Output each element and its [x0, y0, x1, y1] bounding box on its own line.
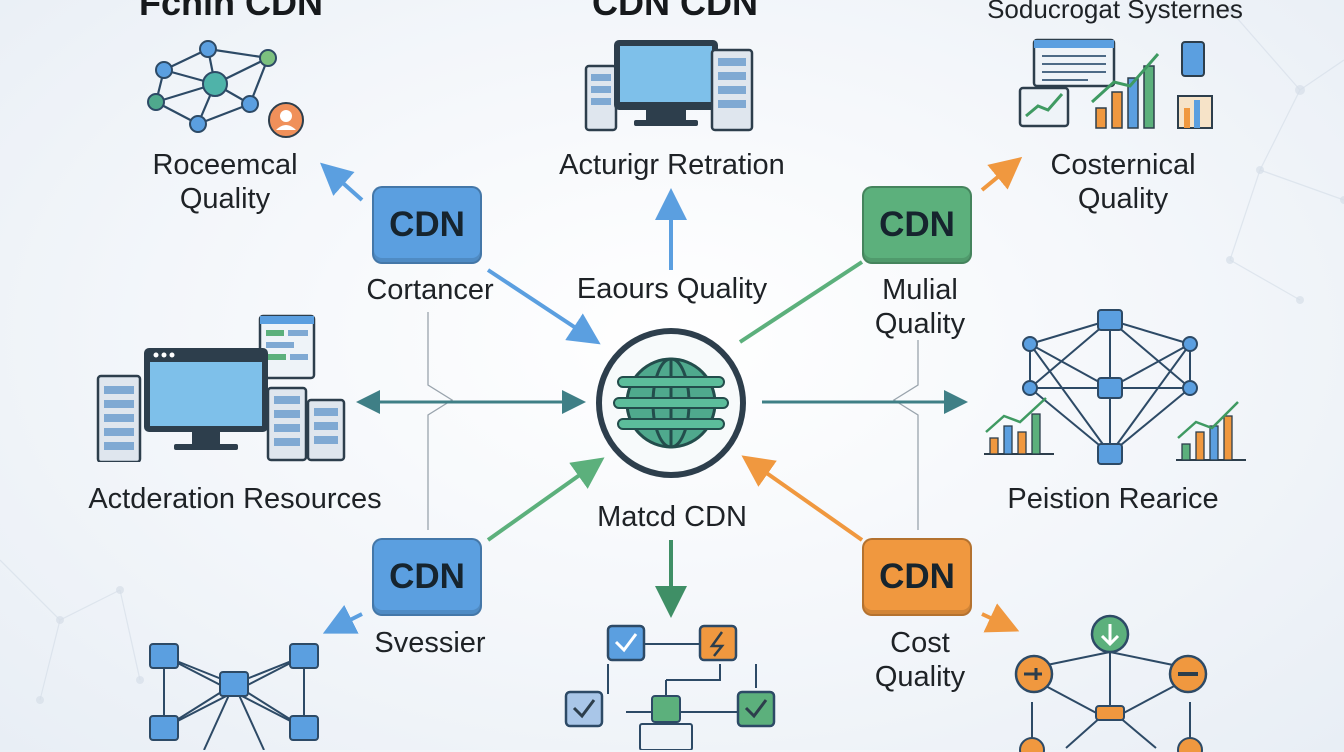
- cdn-caption-bottom-right-line1: Cost: [890, 627, 950, 659]
- cdn-caption-bottom-left: Svessier: [374, 627, 486, 659]
- label-top-left-line1: Roceemcal: [152, 149, 298, 181]
- network-graph-icon: [147, 40, 277, 133]
- cdn-caption-top-right-line1: Mulial: [882, 274, 958, 306]
- user-icon: [268, 102, 304, 138]
- label-top-center: Acturigr Retration: [559, 149, 785, 181]
- label-top-right-line2: Quality: [1077, 183, 1169, 215]
- node-tree-icon: [149, 643, 319, 750]
- title-top-center: CDN CDN: [592, 0, 758, 23]
- title-top-left: Fchin CDN: [139, 0, 323, 23]
- cdn-box-bottom-left[interactable]: CDN: [372, 538, 482, 616]
- cdn-caption-bottom-right-line2: Quality: [874, 661, 966, 693]
- label-mid-left: Actderation Resources: [88, 483, 382, 515]
- bar-chart-icon: [984, 397, 1054, 455]
- cdn-box-top-left[interactable]: CDN: [372, 186, 482, 264]
- cdn-caption-top-left: Cortancer: [366, 274, 494, 306]
- label-mid-right: Peistion Rearice: [1007, 483, 1219, 515]
- desktop-servers-icon: [584, 40, 754, 132]
- bar-chart-icon: [1176, 401, 1246, 461]
- cdn-box-top-right[interactable]: CDN: [862, 186, 972, 264]
- globe-hub-icon: [596, 328, 746, 478]
- label-top-left-line2: Quality: [179, 183, 271, 215]
- dashboard-charts-icon: [1018, 38, 1213, 129]
- mesh-network-icon: [1022, 309, 1198, 465]
- label-top-right-line1: Costernical: [1050, 149, 1196, 181]
- hub-bottom-label: Matcd CDN: [597, 501, 747, 533]
- hub-title: Eaours Quality: [576, 273, 768, 305]
- cdn-caption-top-right-line2: Quality: [874, 308, 966, 340]
- cost-flow-icon: [1014, 614, 1208, 752]
- cdn-box-bottom-right[interactable]: CDN: [862, 538, 972, 616]
- checklist-flow-icon: [564, 624, 776, 750]
- title-top-right: Soducrogat Systernes: [987, 0, 1243, 24]
- workstation-servers-icon: [96, 314, 346, 462]
